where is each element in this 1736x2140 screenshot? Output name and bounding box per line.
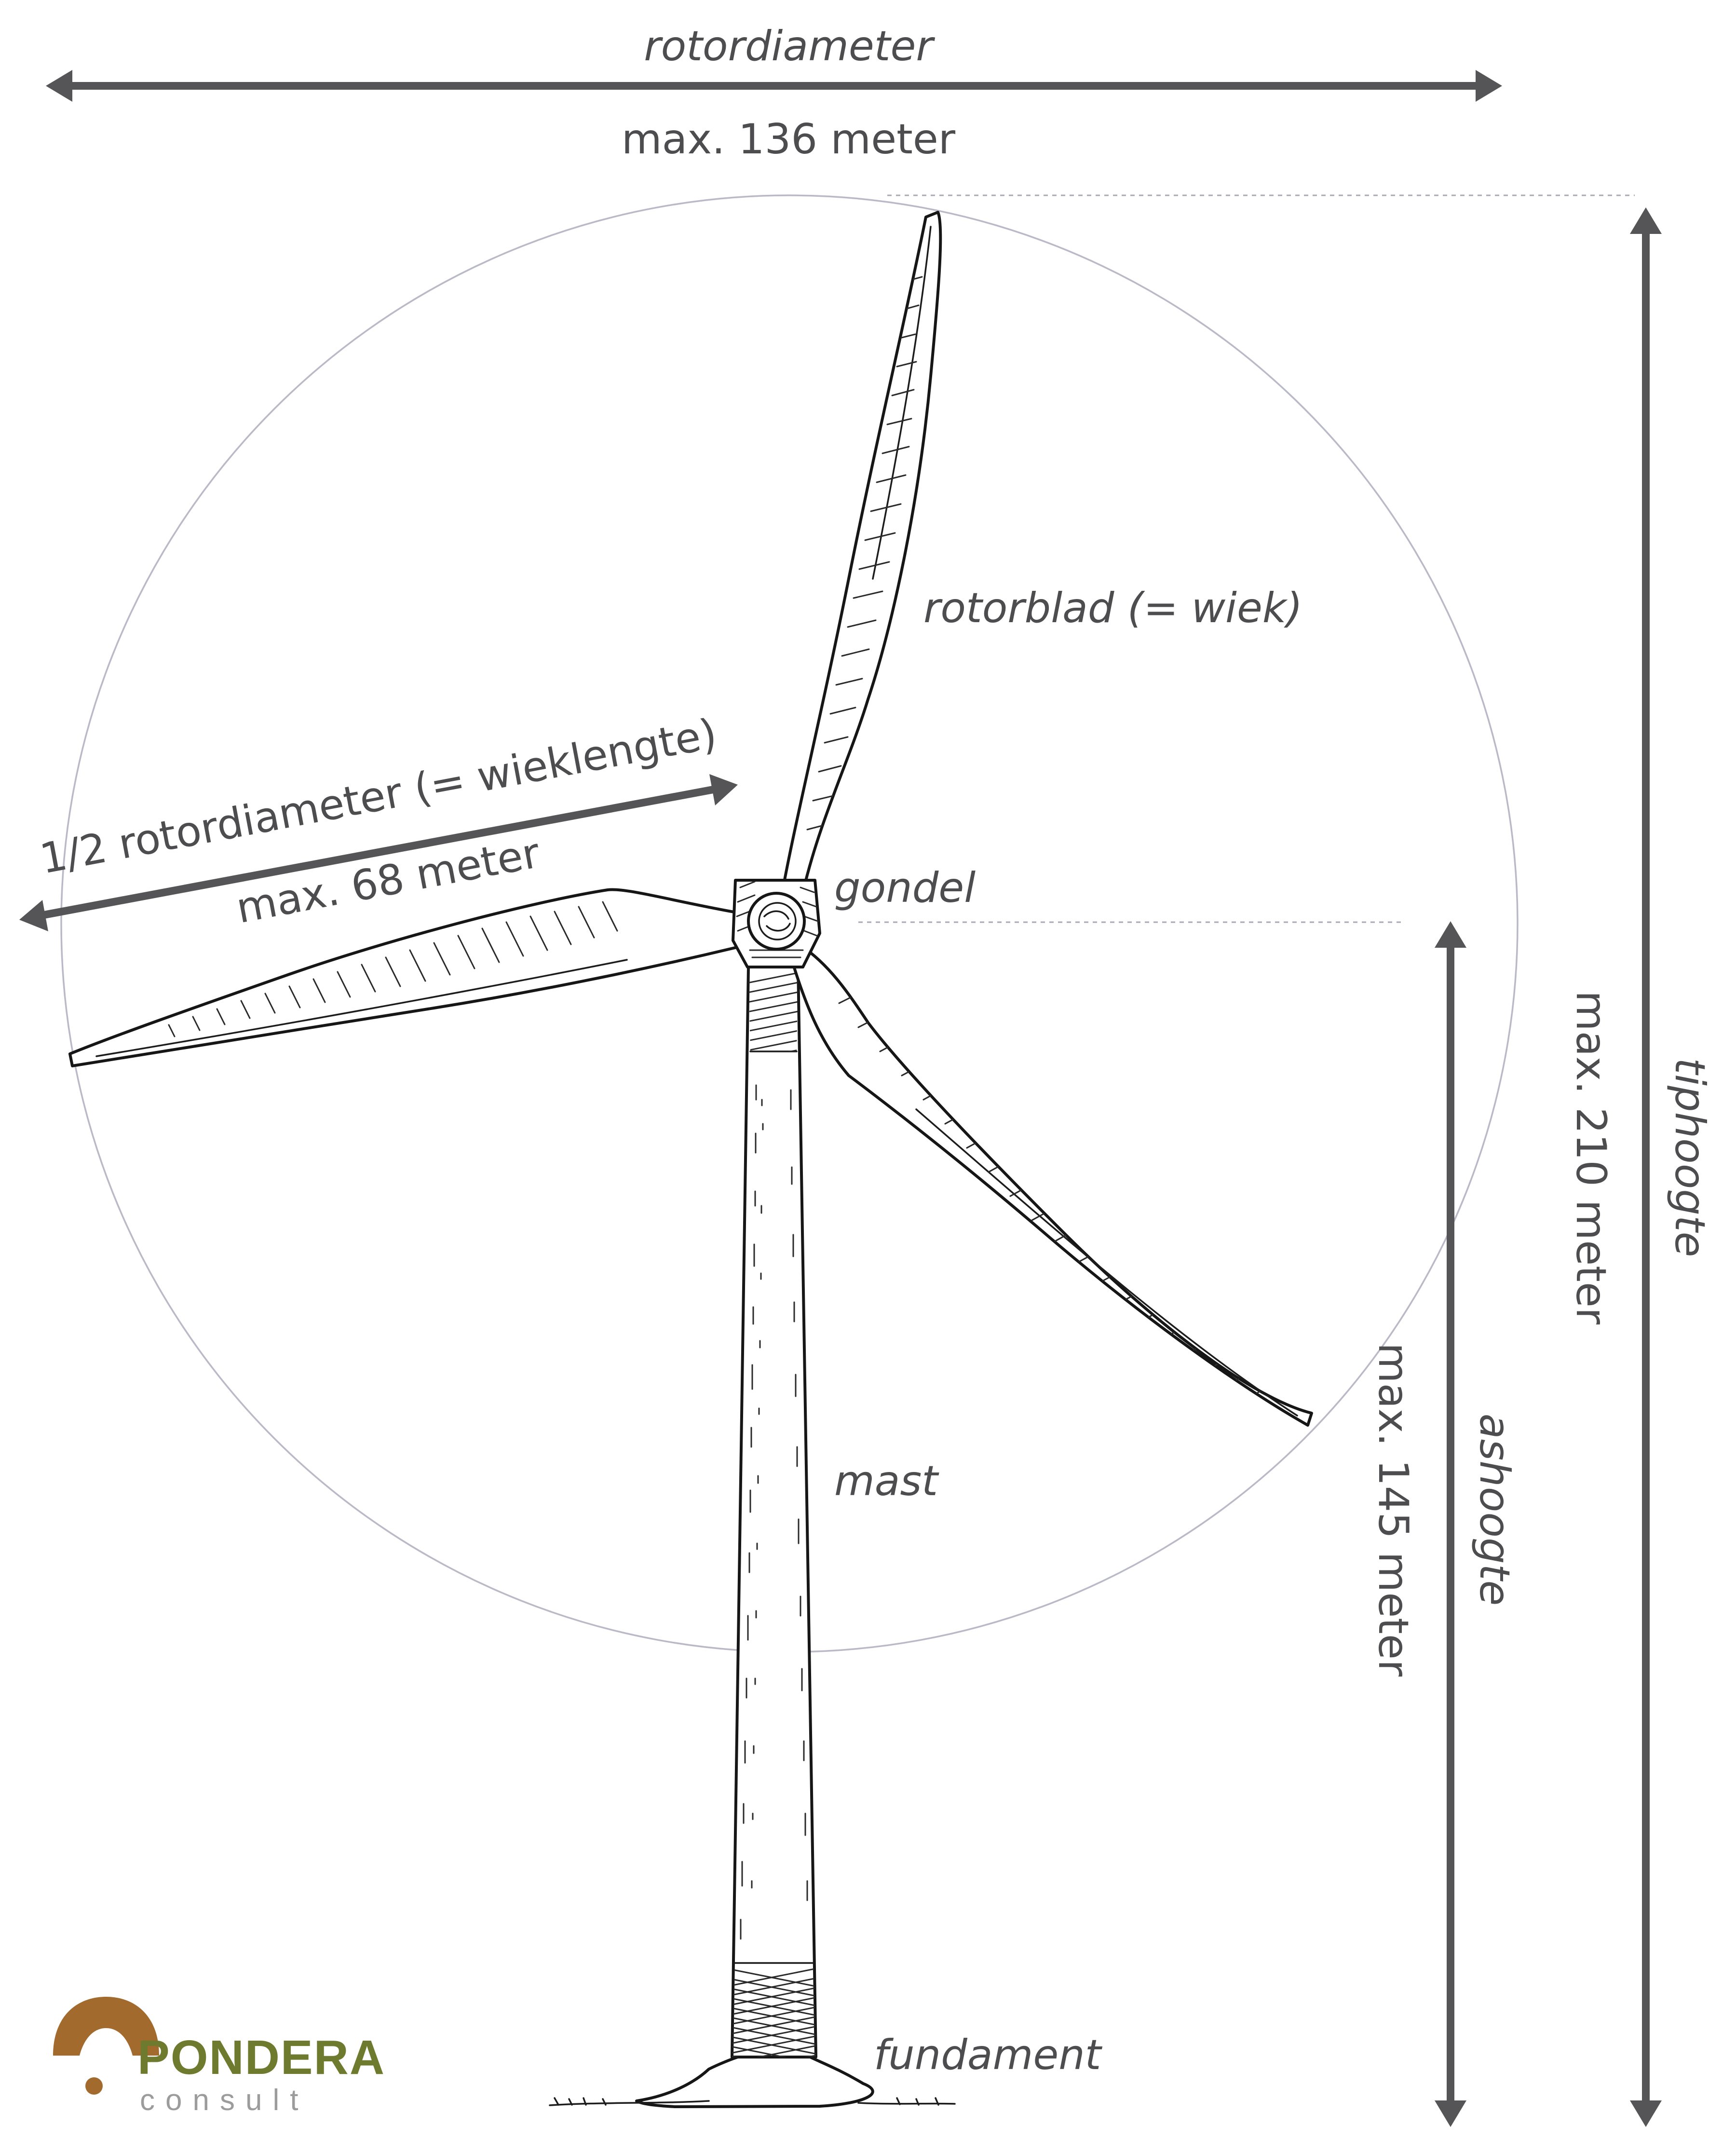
foundation-label: fundament <box>874 2031 1103 2079</box>
rotor-diameter-value: max. 136 meter <box>622 115 956 164</box>
nacelle <box>732 879 821 968</box>
rotor-blade-top <box>778 211 942 908</box>
wind-turbine <box>68 211 1313 2108</box>
nacelle-label: gondel <box>834 864 976 912</box>
hub-height-label: ashoogte <box>1470 1414 1519 1606</box>
hub-height-value: max. 145 meter <box>1369 1343 1417 1677</box>
mast <box>731 966 817 2058</box>
ground-foundation <box>549 2056 956 2108</box>
mast-label: mast <box>834 1457 939 1505</box>
tip-height-value: max. 210 meter <box>1567 991 1615 1325</box>
logo-name: PONDERA <box>137 2031 385 2085</box>
half-rotor-label: 1/2 rotordiameter (= wieklengte) <box>36 709 720 883</box>
logo-sub: consult <box>140 2084 309 2117</box>
logo-mark-icon <box>53 1997 159 2056</box>
half-rotor-arrow <box>19 774 738 931</box>
tip-height-label: tiphoogte <box>1666 1058 1714 1257</box>
rotor-blade-right <box>792 944 1313 1427</box>
rotor-diameter-label: rotordiameter <box>644 22 935 70</box>
tip-height-arrow <box>1630 207 1662 2127</box>
pondera-logo: PONDERA consult <box>53 1997 385 2117</box>
hub-height-arrow <box>1435 921 1466 2127</box>
blade-label: rotorblad (= wiek) <box>923 584 1302 632</box>
rotor-diameter-arrow <box>46 70 1502 102</box>
rotor-blade-left <box>68 888 746 1067</box>
